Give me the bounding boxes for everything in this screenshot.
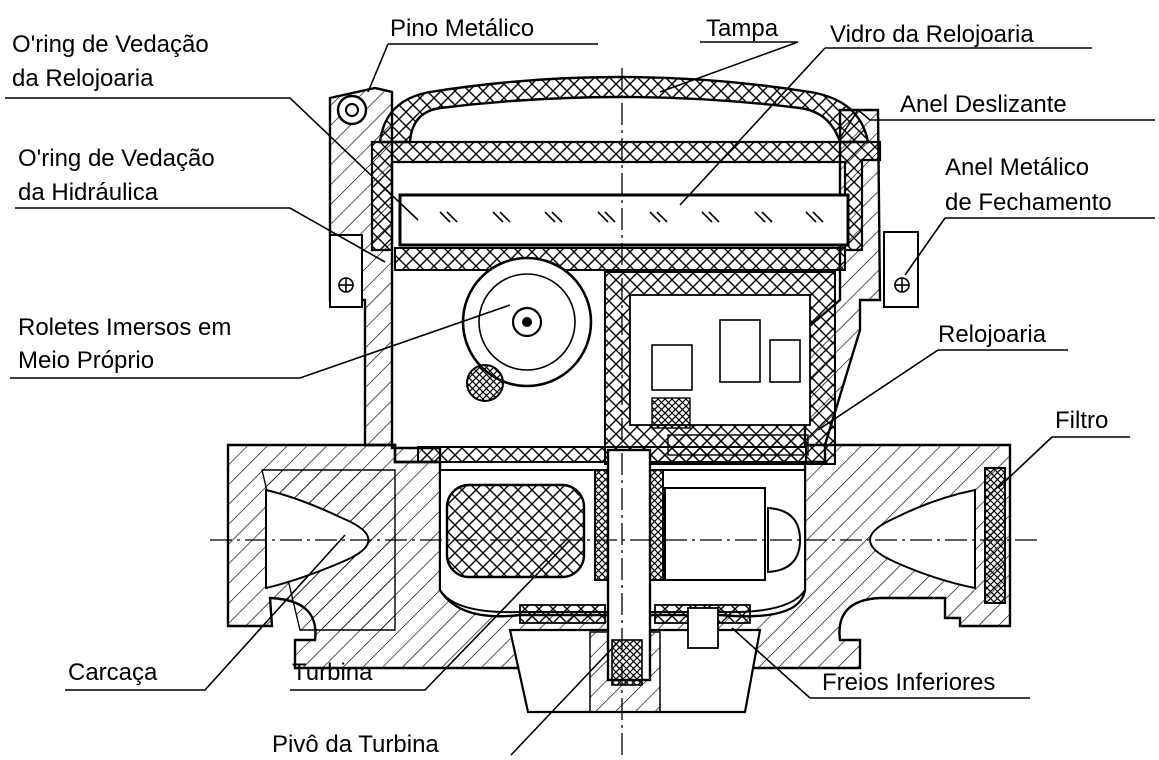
label-turbina: Turbina bbox=[292, 659, 373, 686]
label-oring-relojoaria-2: da Relojoaria bbox=[12, 65, 154, 92]
label-oring-hidraulica-2: da Hidráulica bbox=[18, 179, 159, 206]
leader-lines bbox=[5, 41, 1155, 756]
label-anel-deslizante: Anel Deslizante bbox=[900, 91, 1067, 118]
labels: O'ring de Vedação da Relojoaria Pino Met… bbox=[12, 15, 1112, 758]
label-anel-metalico-1: Anel Metálico bbox=[945, 154, 1089, 181]
label-relojoaria: Relojoaria bbox=[938, 321, 1047, 348]
label-filtro: Filtro bbox=[1055, 407, 1108, 434]
glass-vidro bbox=[398, 193, 850, 247]
label-roletes-1: Roletes Imersos em bbox=[18, 314, 231, 341]
label-freios-inferiores: Freios Inferiores bbox=[822, 669, 995, 696]
lid-tampa bbox=[378, 75, 870, 144]
label-oring-relojoaria-1: O'ring de Vedação bbox=[12, 31, 209, 58]
label-vidro-relojoaria: Vidro da Relojoaria bbox=[830, 21, 1034, 48]
gear-train-relojoaria bbox=[604, 271, 836, 465]
label-tampa: Tampa bbox=[706, 15, 779, 42]
lower-brakes bbox=[519, 604, 751, 649]
label-pino-metalico: Pino Metálico bbox=[390, 15, 534, 42]
label-roletes-2: Meio Próprio bbox=[18, 347, 154, 374]
turbine bbox=[445, 448, 802, 686]
counter-rollers bbox=[461, 256, 593, 402]
label-carcaca: Carcaça bbox=[68, 659, 158, 686]
label-anel-metalico-2: de Fechamento bbox=[945, 189, 1112, 216]
label-pivo-turbina: Pivô da Turbina bbox=[272, 731, 439, 758]
label-oring-hidraulica-1: O'ring de Vedação bbox=[18, 145, 215, 172]
upper-housing bbox=[328, 86, 919, 464]
